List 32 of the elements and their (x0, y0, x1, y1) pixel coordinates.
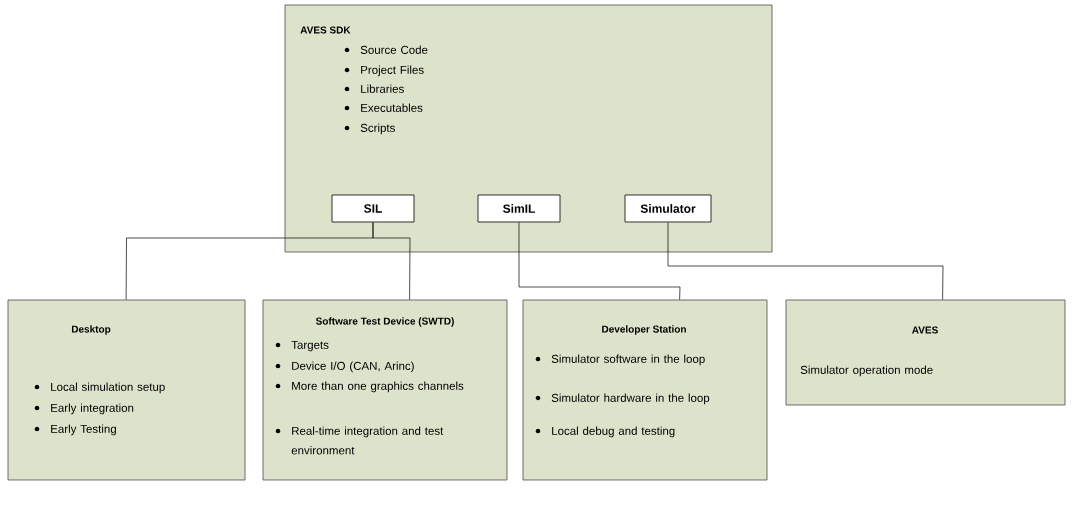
heading: AVES (912, 326, 938, 334)
heading: Developer Station (602, 325, 686, 335)
process-box (262, 299, 508, 481)
bullet-item: Device I/O (CAN, Arinc) (275, 361, 414, 373)
bullet-item: Targets (275, 340, 329, 352)
bullet-item: Local simulation setup (34, 382, 165, 394)
description: Simulator operation mode (800, 365, 933, 377)
label-box: Simulator (624, 194, 712, 223)
bullet-item: Scripts (344, 123, 395, 135)
bullet-item: Early Testing (34, 424, 116, 436)
process-box (7, 299, 246, 481)
heading: Desktop (71, 325, 111, 335)
process-box (284, 4, 773, 253)
process-box (785, 299, 1066, 406)
bullet-item: Executables (344, 103, 423, 112)
bullet-item: Libraries (344, 84, 404, 93)
bullet-item: Simulator software in the loop (535, 354, 705, 366)
heading: Software Test Device (SWTD) (315, 317, 454, 327)
connector (518, 222, 681, 300)
connector (667, 222, 944, 300)
bullet-item: Project Files (344, 65, 424, 77)
connector (372, 222, 411, 300)
bullet-item: Early integration (34, 403, 134, 415)
bullet-item: Real-time integration and test environment (275, 426, 444, 455)
bullet-item: Simulator hardware in the loop (535, 393, 710, 405)
bullet-item: More than one graphics channels (275, 381, 464, 393)
label-box: SIL (331, 194, 415, 223)
bullet-item: Source Code (344, 45, 428, 54)
bullet-item: Local debug and testing (535, 426, 675, 438)
heading: AVES SDK (300, 26, 351, 34)
label-box: SimIL (477, 194, 561, 223)
process-box (522, 299, 768, 481)
